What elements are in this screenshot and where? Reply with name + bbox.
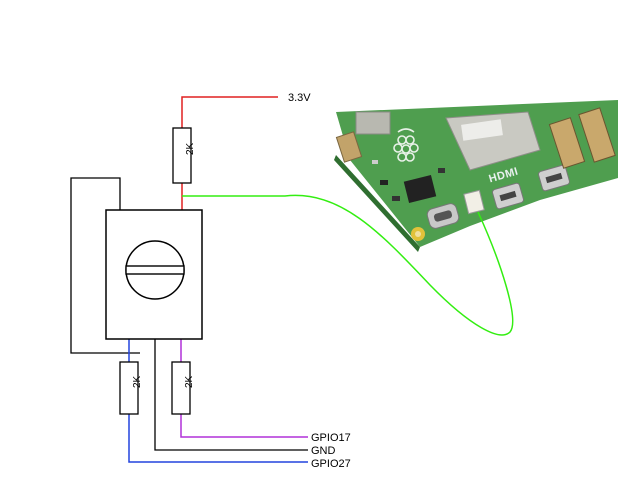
smd-3 <box>438 168 445 173</box>
black-chip <box>403 174 437 204</box>
green-signal-wire <box>182 194 514 336</box>
resistor-bottom-right: 2K <box>171 361 195 415</box>
gpio17-label: GPIO17 <box>311 432 351 444</box>
fpc-connector-2 <box>578 107 616 163</box>
smd-4 <box>372 160 378 164</box>
fpc-connector-1 <box>548 117 586 169</box>
jst-connector <box>463 189 485 215</box>
chip-topleft <box>355 111 391 135</box>
smd-1 <box>380 180 388 185</box>
pcb-edge-shade <box>334 155 420 252</box>
red-3v3-wire <box>181 96 278 128</box>
sensor-component <box>105 209 203 340</box>
black-gnd-wire <box>154 339 308 451</box>
raspberry-logo-icon <box>393 128 419 162</box>
blue-gpio27-wire-lower <box>128 414 308 463</box>
resistor-bottom-right-label: 2K <box>184 375 195 388</box>
knob-slot <box>125 265 185 275</box>
gpio27-label: GPIO27 <box>311 458 351 470</box>
black-loop-wire <box>70 177 140 354</box>
gnd-label: GND <box>311 445 336 457</box>
purple-gpio17-wire-lower <box>180 414 308 438</box>
side-connector <box>335 131 363 163</box>
cpu-label <box>461 119 503 141</box>
raspberry-pi-board-image: HDMI <box>334 100 618 252</box>
resistor-top: 2K <box>172 127 196 184</box>
resistor-bottom-left: 2K <box>119 361 143 415</box>
resistor-bottom-left-label: 2K <box>132 375 143 388</box>
resistor-top-label: 2K <box>185 142 196 155</box>
vcc-label: 3.3V <box>288 92 311 104</box>
smd-2 <box>392 196 400 201</box>
